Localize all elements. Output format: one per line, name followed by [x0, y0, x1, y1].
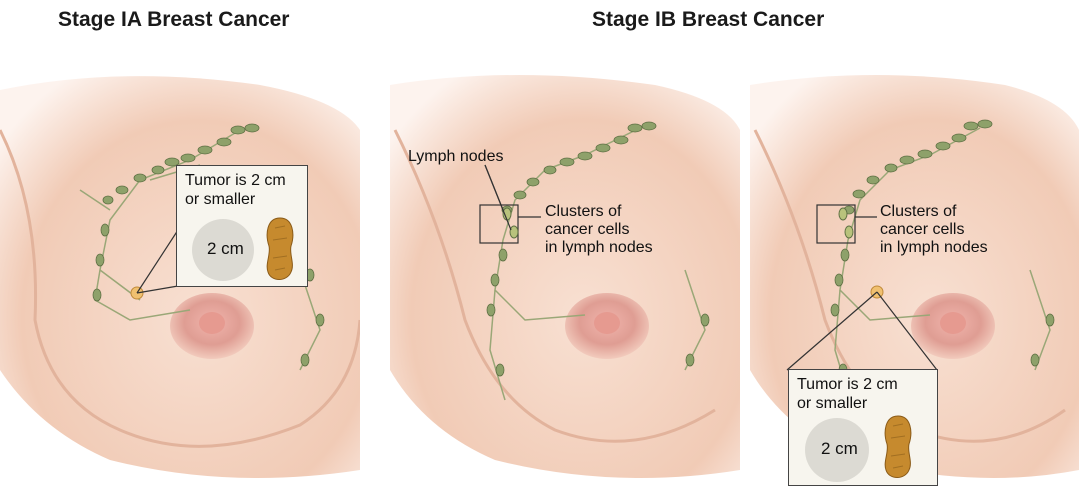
clusters-line1: Clusters of	[545, 203, 653, 221]
nipple	[594, 312, 620, 334]
size-label: 2 cm	[207, 239, 244, 258]
stage-ib-breast-illustration-nodes	[385, 70, 740, 488]
clusters-line2: cancer cells	[880, 221, 988, 239]
tumor-label-line1: Tumor is 2 cm	[797, 375, 898, 394]
peanut-icon	[881, 414, 915, 480]
stage-ib-title: Stage IB Breast Cancer	[592, 8, 824, 32]
clusters-line2: cancer cells	[545, 221, 653, 239]
peanut-icon	[263, 216, 297, 282]
tumor-label-line2: or smaller	[185, 190, 286, 209]
stage-ib-tumor-callout: Tumor is 2 cm or smaller 2 cm	[788, 369, 938, 486]
nipple	[199, 312, 225, 334]
affected-node	[845, 226, 853, 238]
stage-ia-title: Stage IA Breast Cancer	[58, 8, 289, 32]
clusters-line1: Clusters of	[880, 203, 988, 221]
stage-ia-tumor-callout: Tumor is 2 cm or smaller 2 cm	[176, 165, 308, 287]
clusters-line3: in lymph nodes	[545, 239, 653, 257]
clusters-label: Clusters of cancer cells in lymph nodes	[545, 203, 653, 257]
size-label: 2 cm	[821, 439, 858, 458]
tumor-label-line2: or smaller	[797, 394, 898, 413]
clusters-line3: in lymph nodes	[880, 239, 988, 257]
affected-node	[510, 226, 518, 238]
clusters-label-c: Clusters of cancer cells in lymph nodes	[880, 203, 988, 257]
tumor-label-line1: Tumor is 2 cm	[185, 171, 286, 190]
nipple	[940, 312, 966, 334]
lymph-nodes-label: Lymph nodes	[408, 148, 503, 166]
affected-node	[839, 208, 847, 220]
